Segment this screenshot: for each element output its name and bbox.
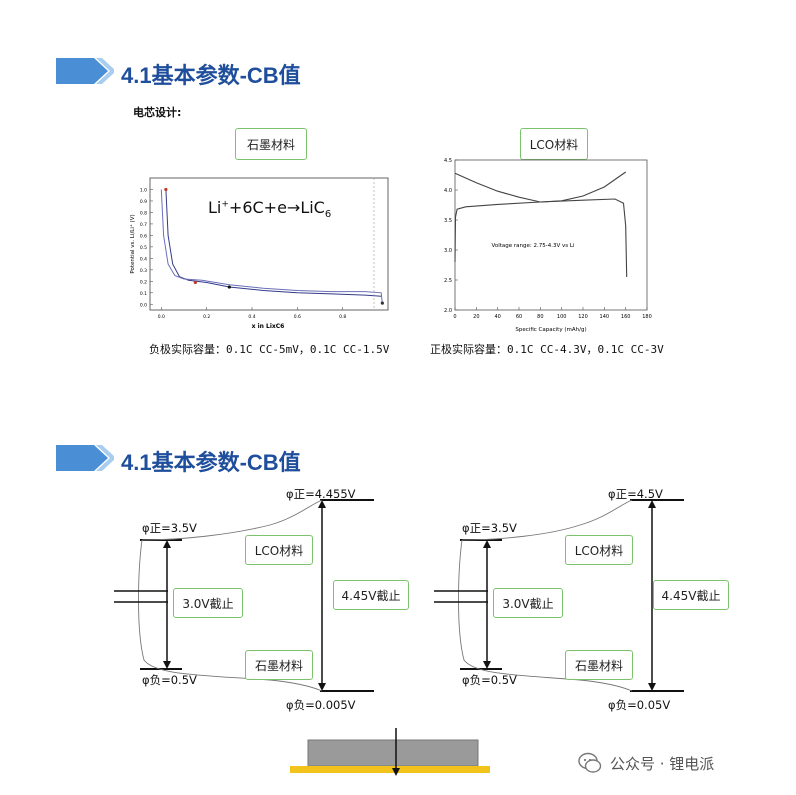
chart-marker [380, 301, 384, 305]
left-x-axis-label: x in LixC6 [252, 323, 285, 330]
y-tick-label: 0.4 [140, 256, 147, 262]
series-line-1 [454, 198, 628, 278]
y-tick-label: 0.2 [140, 279, 147, 285]
left-phi-pos-top: φ正=4.455V [286, 487, 356, 501]
chart-marker [193, 280, 197, 285]
series-line-1 [160, 189, 383, 304]
x-tick-label: 60 [516, 314, 522, 320]
y-tick-label: 1.0 [140, 187, 147, 193]
lco-annotation: Voltage range: 2.75-4.3V vs Li [492, 243, 575, 249]
cathode-capacity-caption: 正极实际容量：0.1C CC-4.3V，0.1C CC-3V [430, 343, 664, 356]
x-tick-label: 120 [578, 314, 588, 320]
left-lco-label: LCO材料 [245, 535, 313, 565]
section-arrow-icon [56, 58, 114, 84]
eq-mid: +6C+e→LiC [228, 198, 325, 217]
x-tick-label: 0.6 [294, 314, 301, 320]
right-y-ticks: 2.0 2.5 3.0 3.5 4.0 4.5 [444, 158, 458, 314]
electrode-plate-illustration [290, 728, 490, 776]
y-tick-label: 0.3 [140, 268, 147, 274]
left-phi-neg-low: φ负=0.005V [286, 698, 356, 712]
left-y-axis-label: Potential vs. Li/Li⁺ (V) [129, 214, 136, 273]
x-tick-label: 0.8 [339, 314, 346, 320]
x-tick-label: 80 [537, 314, 543, 320]
chart-marker [164, 187, 168, 192]
y-tick-label: 0.7 [140, 222, 147, 228]
x-tick-label: 140 [600, 314, 610, 320]
graphite-voltage-chart: 0.0 0.1 0.2 0.3 0.4 0.5 0.6 0.7 0.8 0.9 1.0 0.0 0.2… [129, 177, 389, 330]
eq-sub: 6 [324, 209, 332, 221]
right-phi-pos-top: φ正=4.5V [608, 487, 663, 501]
x-tick-label: 20 [473, 314, 479, 320]
x-tick-label: 0.4 [248, 314, 255, 320]
watermark-text: 公众号 · 锂电派 [610, 754, 715, 773]
right-lco-label: LCO材料 [565, 535, 633, 565]
y-tick-label: 0.8 [140, 210, 147, 216]
right-cutoff-long: 4.45V截止 [653, 580, 729, 610]
y-tick-label: 2.5 [444, 278, 452, 284]
y-tick-label: 0.1 [140, 291, 147, 297]
y-tick-label: 4.5 [444, 158, 452, 164]
potential-diagram-right [434, 499, 684, 692]
y-tick-label: 2.0 [444, 308, 452, 314]
left-phi-neg-high: φ负=0.5V [142, 673, 197, 687]
section-title-2: 4.1基本参数-CB值 [121, 450, 301, 475]
right-cutoff-short: 3.0V截止 [493, 588, 563, 618]
left-graphite-label: 石墨材料 [245, 650, 313, 680]
potential-diagram-left [114, 499, 374, 692]
anode-capacity-caption: 负极实际容量：0.1C CC-5mV，0.1C CC-1.5V [149, 343, 390, 356]
right-graphite-label: 石墨材料 [565, 650, 633, 680]
section-arrow-icon [56, 445, 114, 471]
y-tick-label: 4.0 [444, 188, 452, 194]
section-title: 4.1基本参数-CB值 [121, 63, 301, 88]
right-phi-pos-low: φ正=3.5V [462, 521, 517, 535]
y-tick-label: 0.0 [140, 302, 147, 308]
watermark: 公众号 · 锂电派 [578, 752, 714, 774]
lco-voltage-chart: 2.0 2.5 3.0 3.5 4.0 4.5 0 20 40 60 80 100 120 140 160… [444, 158, 652, 333]
x-tick-label: 100 [557, 314, 567, 320]
left-cutoff-long: 4.45V截止 [333, 580, 409, 610]
wechat-icon [578, 752, 602, 773]
eq-sup: + [221, 199, 229, 210]
eq-li: Li [208, 198, 222, 217]
right-x-axis-label: Specific Capacity (mAh/g) [515, 327, 586, 333]
left-series [160, 187, 384, 305]
x-tick-label: 0.0 [158, 314, 165, 320]
x-tick-label: 160 [621, 314, 631, 320]
right-series [454, 171, 628, 278]
left-x-ticks: 0.0 0.2 0.4 0.6 0.8 [158, 307, 346, 320]
chart-marker [227, 285, 231, 289]
left-y-ticks: 0.0 0.1 0.2 0.3 0.4 0.5 0.6 0.7 0.8 0.9 1.0 [140, 187, 153, 308]
right-x-ticks: 0 20 40 60 80 100 120 140 160 180 [453, 307, 652, 320]
right-phi-neg-low: φ负=0.05V [608, 698, 671, 712]
x-tick-label: 180 [642, 314, 652, 320]
y-tick-label: 3.5 [444, 218, 452, 224]
y-tick-label: 3.0 [444, 248, 452, 254]
x-tick-label: 0.2 [203, 314, 210, 320]
y-tick-label: 0.9 [140, 199, 147, 205]
subheading: 电芯设计: [133, 106, 182, 119]
right-phi-neg-high: φ负=0.5V [462, 673, 517, 687]
graphite-material-label: 石墨材料 [235, 128, 307, 160]
left-phi-pos-low: φ正=3.5V [142, 521, 197, 535]
x-tick-label: 0 [453, 314, 456, 320]
lco-material-label: LCO材料 [520, 128, 588, 160]
x-tick-label: 40 [494, 314, 500, 320]
y-tick-label: 0.5 [140, 245, 147, 251]
reaction-equation: Li++6C+e→LiC6 [208, 198, 331, 220]
series-line-0 [165, 189, 382, 297]
y-tick-label: 0.6 [140, 233, 147, 239]
left-cutoff-short: 3.0V截止 [173, 588, 243, 618]
